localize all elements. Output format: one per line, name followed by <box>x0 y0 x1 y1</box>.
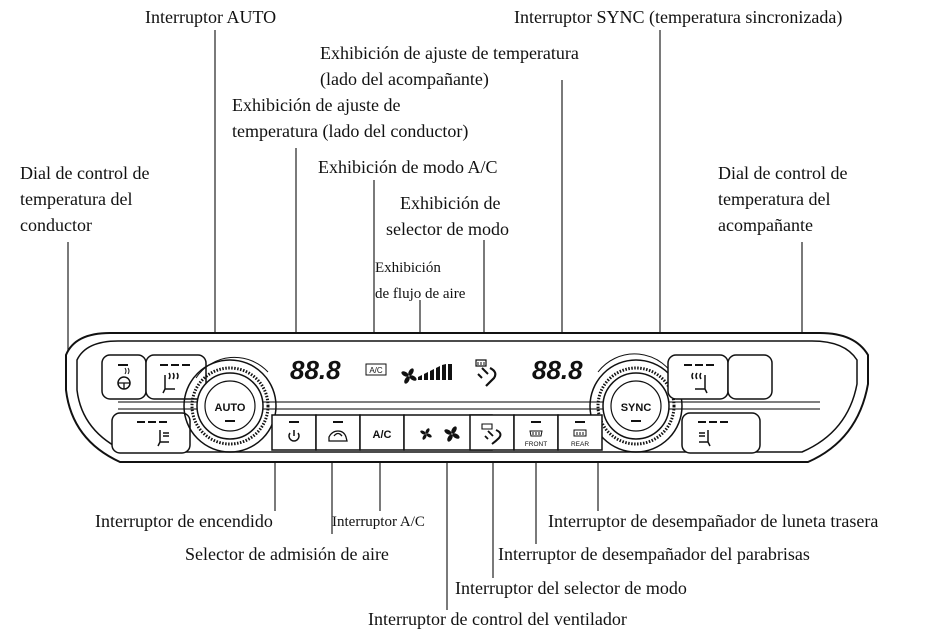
passenger-temp-display-label-1: Exhibición de ajuste de temperatura <box>320 43 579 63</box>
front-label: FRONT <box>525 441 547 448</box>
ac-button-label: A/C <box>373 429 392 441</box>
right-bottom-button-group <box>681 412 761 454</box>
mode-icon <box>481 423 502 445</box>
intake-selector-label: Selector de admisión de aire <box>185 544 389 564</box>
mode-selector-display-label-1: Exhibición de <box>400 193 501 213</box>
fan-control-switch-label: Interruptor de control del ventilador <box>368 609 627 629</box>
ac-mode-indicator: A/C <box>365 363 387 376</box>
driver-dial-label-2: temperatura del <box>20 189 133 209</box>
right-top-button-group <box>667 354 773 400</box>
passenger-temp-display: 88.8 <box>532 355 583 385</box>
seat-heat-icon <box>162 372 179 394</box>
ac-switch-label: Interruptor A/C <box>332 514 425 530</box>
bottom-button-row: A/C FRONT <box>271 414 603 451</box>
ac-button[interactable] <box>359 414 405 451</box>
seat-vent-icon <box>699 430 711 447</box>
left-bottom-button-group <box>111 412 191 454</box>
rear-label: REAR <box>571 441 589 448</box>
airflow-display-label-2: de flujo de aire <box>375 286 466 302</box>
ac-mode-display-label: Exhibición de modo A/C <box>318 157 498 177</box>
auto-switch-label: Interruptor AUTO <box>145 7 277 27</box>
driver-seat-vent-button[interactable] <box>111 412 191 454</box>
mode-display <box>475 359 497 387</box>
driver-dial-label-3: conductor <box>20 215 92 235</box>
driver-dial-label-1: Dial de control de <box>20 163 150 183</box>
sync-button-label: SYNC <box>621 402 652 414</box>
airflow-display <box>401 364 452 384</box>
power-switch-label: Interruptor de encendido <box>95 511 273 531</box>
driver-temp-display-label-1: Exhibición de ajuste de <box>232 95 401 115</box>
power-icon <box>288 430 300 442</box>
driver-temp-display-label-2: temperatura (lado del conductor) <box>232 121 469 141</box>
right-blank-button[interactable] <box>727 354 773 400</box>
air-intake-button[interactable] <box>315 414 361 451</box>
passenger-temp-display-label-2: (lado del acompañante) <box>320 69 489 89</box>
mode-selector-display-label-2: selector de modo <box>386 219 509 239</box>
mode-selector-button[interactable] <box>469 414 515 451</box>
steering-heat-icon <box>117 367 131 390</box>
svg-text:A/C: A/C <box>369 366 383 375</box>
sync-button[interactable]: SYNC <box>610 380 662 432</box>
auto-button-label: AUTO <box>215 402 246 414</box>
front-defrost-icon <box>529 430 543 437</box>
air-intake-icon <box>328 430 348 442</box>
seat-heat-icon <box>691 372 708 394</box>
airflow-bar-icon <box>418 364 452 380</box>
airflow-display-label-1: Exhibición <box>375 260 441 276</box>
fan-display-icon <box>401 368 417 384</box>
mode-selector-switch-label: Interruptor del selector de modo <box>455 578 687 598</box>
fan-low-icon <box>420 428 432 440</box>
seat-vent-icon <box>157 430 169 447</box>
fan-high-icon <box>444 426 460 442</box>
driver-temp-display: 88.8 <box>290 355 341 385</box>
passenger-seat-heat-button[interactable] <box>667 354 729 400</box>
passenger-dial-label-2: temperatura del <box>718 189 831 209</box>
auto-button[interactable]: AUTO <box>204 380 256 432</box>
windshield-defroster-label: Interruptor de desempañador del parabris… <box>498 544 810 564</box>
passenger-dial-label-3: acompañante <box>718 215 813 235</box>
rear-defroster-label: Interruptor de desempañador de luneta tr… <box>548 511 879 531</box>
left-top-button-group <box>101 354 207 400</box>
passenger-dial-label-1: Dial de control de <box>718 163 848 183</box>
sync-switch-label: Interruptor SYNC (temperatura sincroniza… <box>514 7 843 27</box>
passenger-seat-vent-button[interactable] <box>681 412 761 454</box>
rear-defrost-icon <box>573 429 587 437</box>
